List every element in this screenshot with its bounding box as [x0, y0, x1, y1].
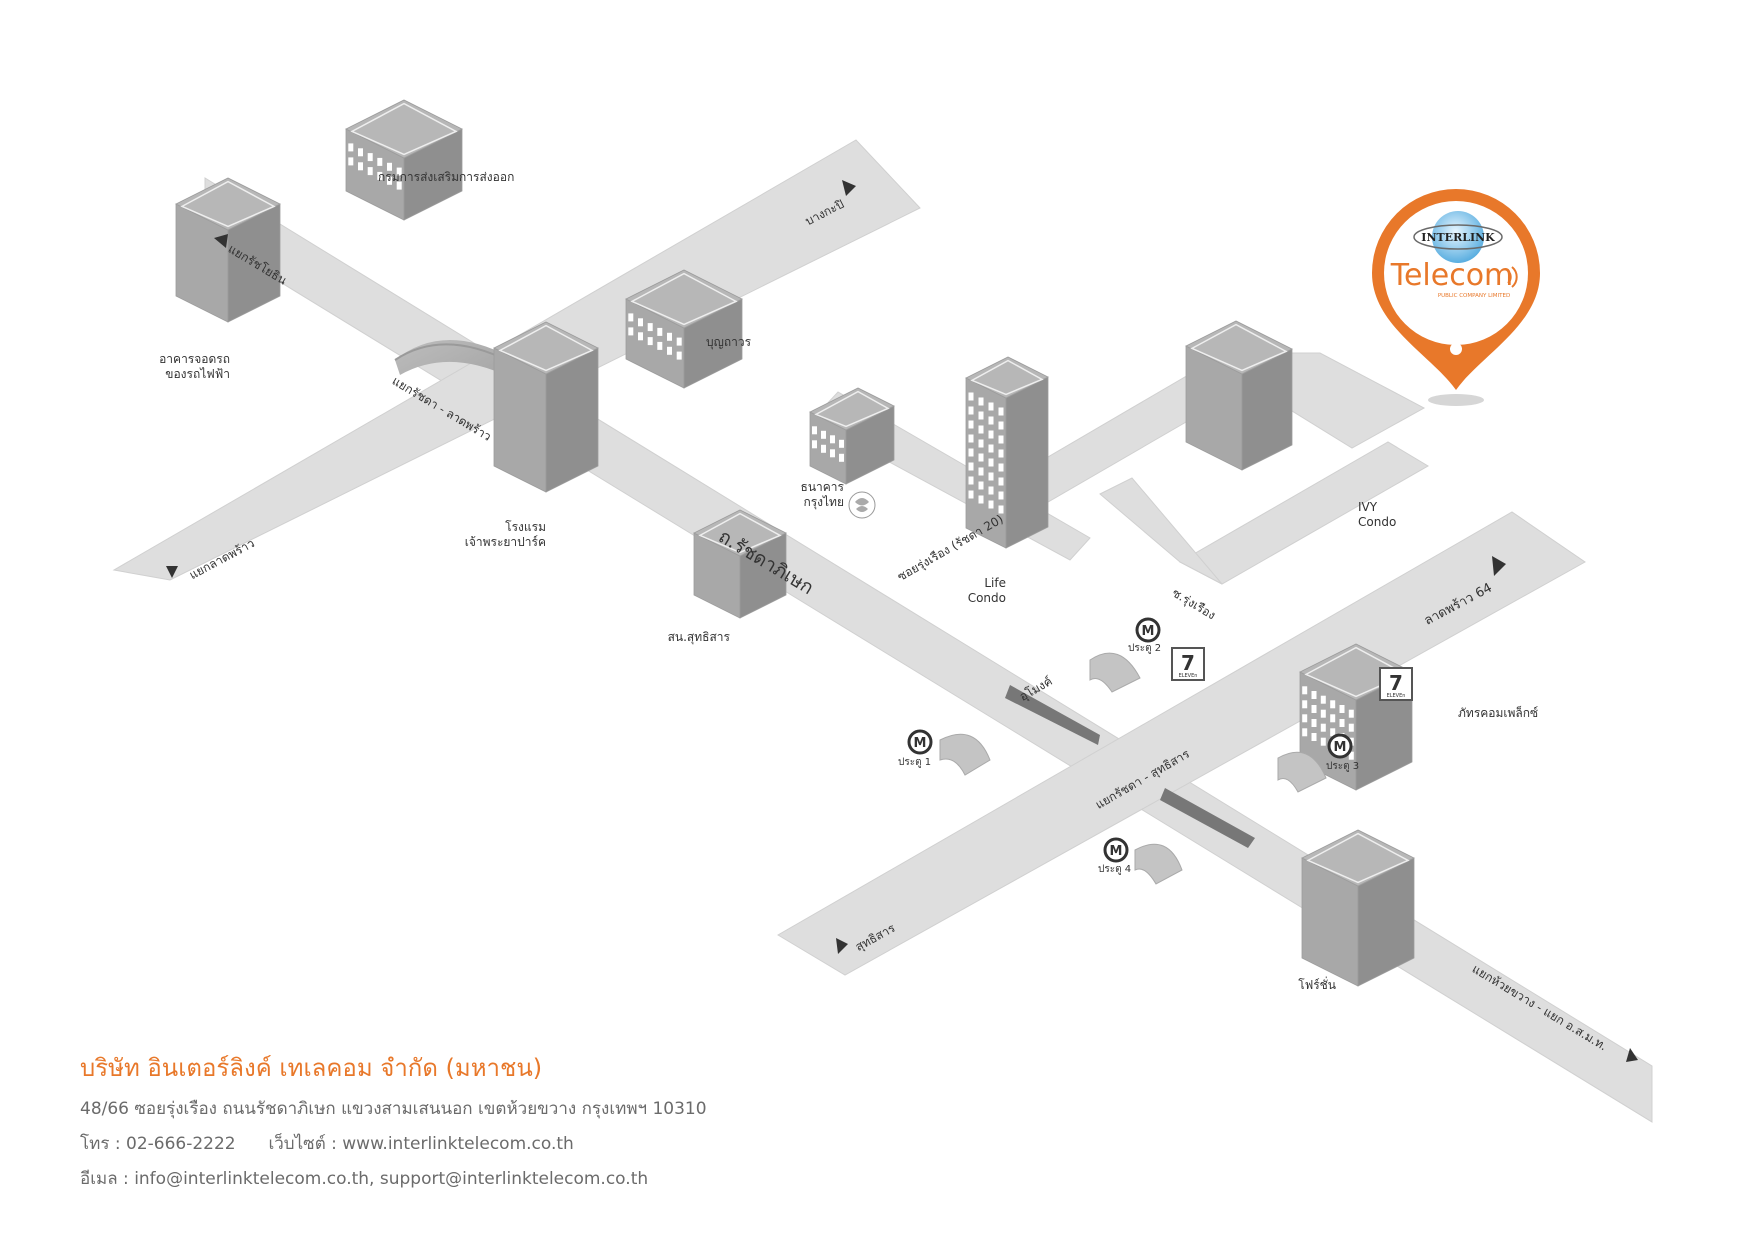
email-info-link[interactable]: info@interlinktelecom.co.th,	[134, 1169, 375, 1189]
label-krungthai-line2: กรุงไทย	[803, 495, 844, 509]
tunnel-ramp-1	[1005, 685, 1100, 745]
tel-label: โทร :	[80, 1134, 121, 1154]
building-sutthisarn-police	[693, 509, 787, 619]
company-name: บริษัท อินเตอร์ลิงค์ เทเลคอม จำกัด (มหาช…	[80, 1054, 543, 1082]
svg-text:M: M	[1110, 844, 1123, 859]
label-ivy-condo: IVY Condo	[1358, 500, 1396, 530]
direction-arrow-icon	[842, 180, 856, 196]
direction-arrow-icon	[836, 938, 848, 954]
buildings	[175, 99, 1415, 987]
mrt-icon: M	[1327, 733, 1353, 759]
label-phatra-complex: ภัทรคอมเพล็กซ์	[1458, 706, 1539, 720]
building-export-dept	[345, 99, 463, 221]
direction-arrow-icon	[1626, 1048, 1638, 1062]
label-life-line2: Condo	[967, 591, 1006, 605]
web-link[interactable]: www.interlinktelecom.co.th	[342, 1134, 574, 1154]
road-rungrueang-inner	[1099, 477, 1223, 585]
label-exit3: ประตู 3	[1326, 761, 1360, 772]
mrt-icon: M	[1103, 837, 1129, 863]
mrt-icons: M M M M	[907, 617, 1353, 863]
svg-text:PUBLIC COMPANY LIMITED: PUBLIC COMPANY LIMITED	[1438, 293, 1510, 299]
krungthai-logo-icon	[848, 491, 876, 519]
svg-text:INTERLINK: INTERLINK	[1421, 231, 1495, 244]
web-label: เว็บไซต์ :	[268, 1134, 337, 1154]
building-bunkawat	[625, 269, 743, 389]
label-ivy-line1: IVY	[1358, 500, 1378, 514]
mrt-icon: M	[1135, 617, 1161, 643]
label-fortune: โฟร์ชั่น	[1298, 978, 1336, 992]
seven-eleven-icon: 7 ELEVEn	[1379, 667, 1413, 701]
svg-text:ELEVEn: ELEVEn	[1179, 673, 1198, 679]
building-krungthai	[809, 387, 895, 485]
svg-text:7: 7	[1389, 671, 1403, 695]
label-krungthai-line1: ธนาคาร	[800, 480, 844, 494]
label-exit2: ประตู 2	[1128, 643, 1162, 654]
tel-value[interactable]: 02-666-2222	[126, 1134, 236, 1154]
label-life-line1: Life	[984, 576, 1006, 590]
email-label: อีเมล :	[80, 1169, 129, 1189]
company-email: อีเมล : info@interlinktelecom.co.th, sup…	[80, 1165, 1280, 1192]
building-parking	[175, 177, 281, 323]
label-export-dept: กรมการส่งเสริมการส่งออก	[378, 170, 515, 184]
tunnel-ramp-2	[1160, 788, 1255, 848]
label-hotel-line2: เจ้าพระยาปาร์ค	[464, 535, 546, 549]
label-exit1: ประตู 1	[898, 757, 932, 768]
direction-arrow-icon	[214, 234, 228, 248]
mrt-icon: M	[907, 729, 933, 755]
company-info: บริษัท อินเตอร์ลิงค์ เทเลคอม จำกัด (มหาช…	[80, 1048, 1280, 1200]
mrt-entrances	[939, 652, 1327, 885]
label-parking-line2: ของรถไฟฟ้า	[165, 367, 230, 381]
label-hotel: โรงแรม เจ้าพระยาปาร์ค	[446, 520, 546, 550]
label-exit4: ประตู 4	[1098, 864, 1132, 875]
building-life-condo	[965, 356, 1049, 549]
building-ivy-condo	[1185, 320, 1293, 471]
location-pin-icon: INTERLINK Telecom PUBLIC COMPANY LIMITED	[1372, 189, 1540, 406]
company-contact: โทร : 02-666-2222 เว็บไซต์ : www.interli…	[80, 1130, 1280, 1157]
building-fortune	[1301, 829, 1415, 987]
svg-text:7: 7	[1181, 651, 1195, 675]
label-krungthai: ธนาคาร กรุงไทย	[744, 480, 844, 510]
svg-text:M: M	[1334, 740, 1347, 755]
label-life-condo: Life Condo	[910, 576, 1006, 606]
road-sutthisarn	[777, 511, 1586, 976]
building-hotel	[493, 321, 599, 493]
direction-arrow-icon	[166, 566, 178, 578]
label-ivy-line2: Condo	[1358, 515, 1397, 529]
svg-text:M: M	[914, 736, 927, 751]
company-address: 48/66 ซอยรุ่งเรือง ถนนรัชดาภิเษก แขวงสาม…	[80, 1099, 707, 1119]
svg-text:M: M	[1142, 624, 1155, 639]
label-bunkawat: บุญถาวร	[706, 335, 752, 349]
direction-arrows	[166, 180, 1638, 1062]
seven-eleven-icon: 7 ELEVEn	[1171, 647, 1205, 681]
label-hotel-line1: โรงแรม	[505, 520, 546, 534]
label-parking: อาคารจอดรถ ของรถไฟฟ้า	[130, 352, 230, 382]
label-sutthisarn-police: สน.สุทธิสาร	[667, 630, 730, 644]
seven-eleven-group: 7 ELEVEn 7 ELEVEn	[1171, 647, 1413, 701]
svg-text:Telecom: Telecom	[1390, 258, 1514, 293]
direction-arrow-icon	[1492, 556, 1506, 576]
label-parking-line1: อาคารจอดรถ	[159, 352, 230, 366]
email-support-link[interactable]: support@interlinktelecom.co.th	[379, 1169, 649, 1189]
svg-text:ELEVEn: ELEVEn	[1387, 693, 1406, 699]
